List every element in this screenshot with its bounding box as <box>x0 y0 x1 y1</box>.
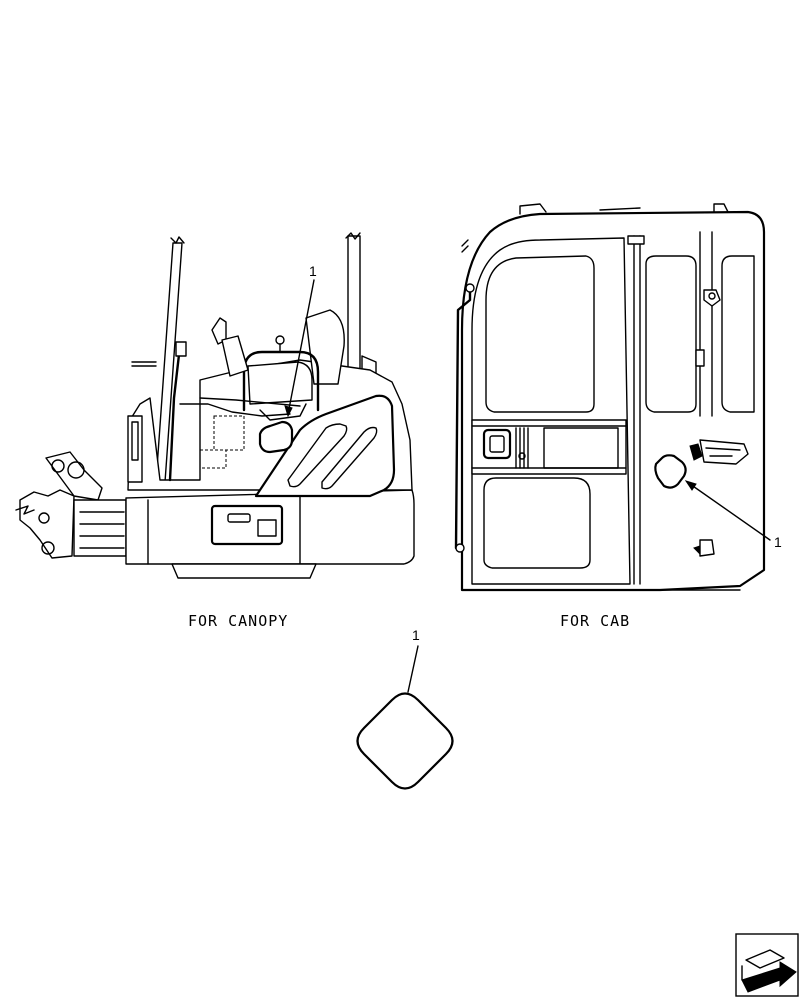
canopy-callout-number: 1 <box>309 263 317 279</box>
cab-callout-number: 1 <box>774 534 782 550</box>
next-page-arrow-icon[interactable] <box>735 933 799 997</box>
cab-decal-location <box>654 454 687 489</box>
canopy-decal-location <box>258 420 294 454</box>
cab-caption: FOR CAB <box>560 612 630 630</box>
canopy-caption: FOR CANOPY <box>188 612 288 630</box>
canopy-callout: 1 <box>284 263 317 418</box>
decal-callout-number: 1 <box>412 627 420 643</box>
decal-detail: 1 <box>356 627 454 790</box>
canopy-machine-drawing <box>15 232 415 579</box>
cab-callout: 1 <box>684 480 782 550</box>
decal-shape <box>356 692 454 790</box>
cab-drawing <box>454 203 766 592</box>
